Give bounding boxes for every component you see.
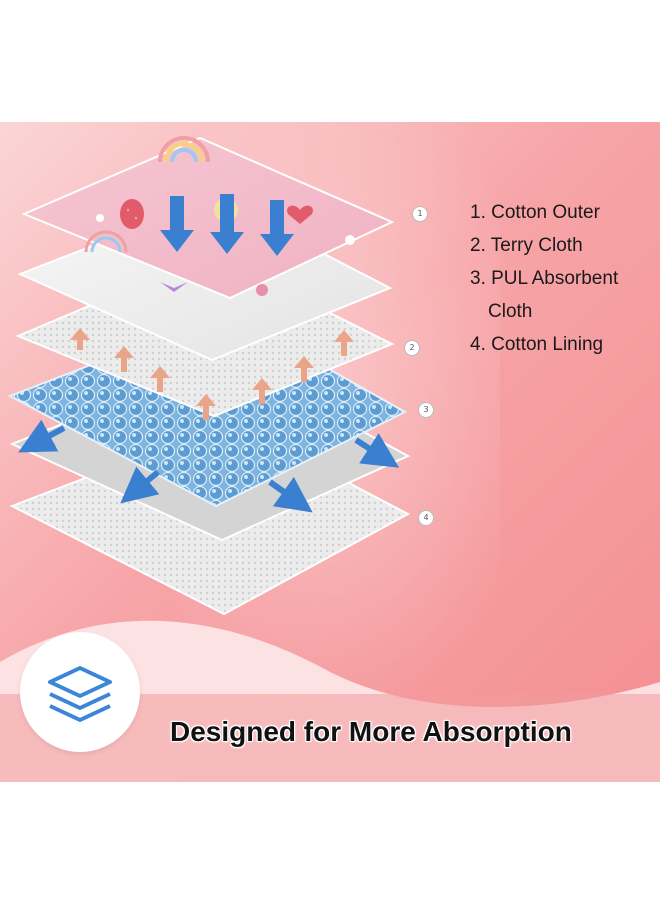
product-panel: 1 2 3 4 Designed for More Absorption <box>0 122 660 782</box>
arrow-down-icon <box>160 196 194 252</box>
layer-number-2: 2 <box>404 340 420 356</box>
bottom-band <box>0 694 660 782</box>
legend-item-4: 4. Cotton Lining <box>470 334 604 355</box>
arrow-diagonal-icon <box>120 466 160 504</box>
logo-badge <box>20 632 140 752</box>
arrow-diagonal-icon <box>268 476 313 513</box>
up-arrows <box>70 328 354 420</box>
arrow-diagonal-icon <box>354 433 400 468</box>
arrow-down-icon <box>210 194 244 254</box>
arrow-up-icon <box>114 346 134 372</box>
legend-item-3-continued: Cloth <box>488 301 533 322</box>
arrow-up-icon <box>150 366 170 392</box>
layer-number-3: 3 <box>418 402 434 418</box>
down-arrows <box>160 194 294 256</box>
arrow-up-icon <box>334 330 354 356</box>
arrow-diagonal-icon <box>18 419 66 453</box>
layers-illustration <box>0 136 660 782</box>
legend-item-2: 2. Terry Cloth <box>470 235 583 256</box>
arrow-down-icon <box>260 200 294 256</box>
arrow-up-icon <box>252 378 272 404</box>
layer-legend: 1. Cotton Outer 2. Terry Cloth 3. PUL Ab… <box>470 196 660 361</box>
arrow-up-icon <box>196 394 216 420</box>
layer-number-1: 1 <box>412 206 428 222</box>
spread-arrows <box>18 419 400 513</box>
legend-item-1: 1. Cotton Outer <box>470 202 600 223</box>
layer-1-cotton-outer <box>21 136 395 300</box>
legend-item-3: 3. PUL Absorbent <box>470 268 619 289</box>
layer-number-4: 4 <box>418 510 434 526</box>
tagline: Designed for More Absorption <box>170 716 572 747</box>
stacked-layers-icon <box>48 666 112 722</box>
arrow-up-icon <box>294 356 314 382</box>
arrow-up-icon <box>70 328 90 350</box>
